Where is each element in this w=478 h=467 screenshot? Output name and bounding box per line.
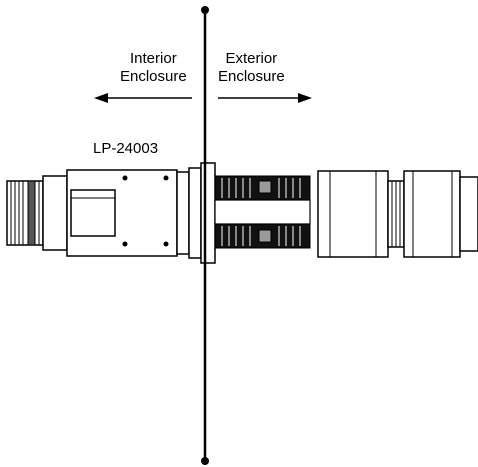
mounting-screw (163, 175, 169, 181)
mounting-screw (163, 241, 169, 247)
mounting-screw (122, 241, 128, 247)
bulkhead-flange (188, 162, 216, 264)
protector-body (66, 169, 190, 257)
interior-enclosure-label: Interior Enclosure (120, 50, 187, 85)
right-mating-connector (317, 170, 478, 258)
arrow-left-icon (94, 93, 192, 103)
mounting-screw (122, 175, 128, 181)
exterior-enclosure-label: Exterior Enclosure (218, 50, 285, 85)
arrow-right-icon (218, 93, 312, 103)
left-connector-thread (6, 175, 68, 251)
exterior-thread (214, 175, 311, 249)
part-number-label: LP-24003 (93, 140, 159, 157)
